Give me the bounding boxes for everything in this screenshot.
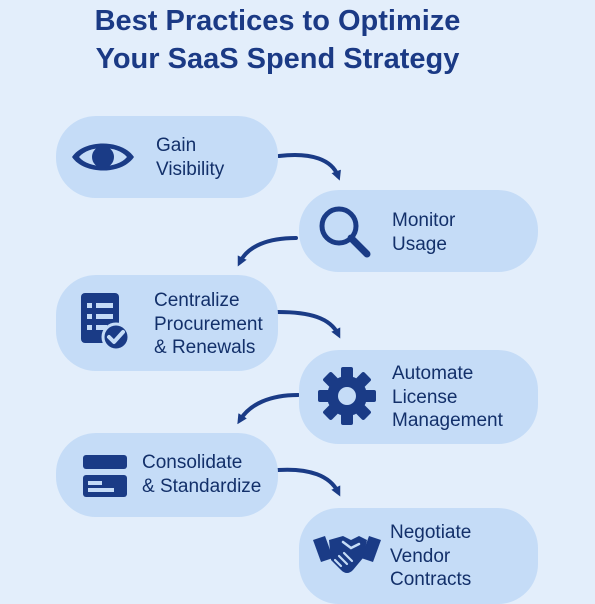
label-line: License [392, 386, 458, 408]
eye-icon [72, 143, 134, 171]
step-label: Gain Visibility [156, 134, 224, 181]
checklist-icon [81, 293, 131, 352]
arrow-3-to-4 [276, 310, 341, 339]
label-line: & Renewals [154, 337, 256, 358]
arrow-2-to-3 [237, 236, 298, 267]
label-line: Management [392, 410, 503, 431]
handshake-icon [313, 536, 381, 573]
label-line: Visibility [156, 158, 225, 180]
magnifier-icon [319, 206, 371, 258]
step-automate-license: Automate License Management [299, 350, 538, 444]
step-label: Consolidate & Standardize [142, 451, 261, 498]
step-gain-visibility: Gain Visibility [56, 116, 278, 198]
arrow-5-to-6 [276, 467, 341, 497]
step-label: Negotiate Vendor Contracts [390, 521, 471, 592]
arrow-4-to-5 [237, 393, 300, 425]
label-line: Consolidate [142, 452, 243, 473]
label-line: Automate [392, 363, 474, 384]
label-line: Usage [392, 233, 447, 255]
label-line: Gain [156, 135, 197, 156]
step-centralize-procurement: Centralize Procurement & Renewals [56, 275, 278, 371]
label-line: Procurement [154, 313, 263, 335]
step-monitor-usage: Monitor Usage [299, 190, 538, 272]
label-line: & Standardize [142, 475, 262, 497]
gear-icon [318, 367, 376, 425]
step-label: Centralize Procurement & Renewals [154, 289, 263, 360]
step-label: Automate License Management [392, 362, 503, 433]
title-line-2: Your SaaS Spend Strategy [95, 43, 460, 75]
arrow-1-to-2 [277, 153, 341, 181]
label-line: Vendor [390, 545, 451, 567]
title-line-1: Best Practices to Optimize [94, 5, 461, 37]
label-line: Monitor [392, 210, 456, 231]
step-label: Monitor Usage [392, 209, 455, 256]
label-line: Centralize [154, 290, 240, 311]
step-consolidate-standardize: Consolidate & Standardize [56, 433, 278, 517]
step-negotiate-contracts: Negotiate Vendor Contracts [299, 508, 538, 604]
label-line: Contracts [390, 569, 472, 590]
consolidate-icon [83, 455, 127, 497]
label-line: Negotiate [390, 522, 472, 543]
page-title: Best Practices to Optimize Your SaaS Spe… [0, 2, 555, 78]
